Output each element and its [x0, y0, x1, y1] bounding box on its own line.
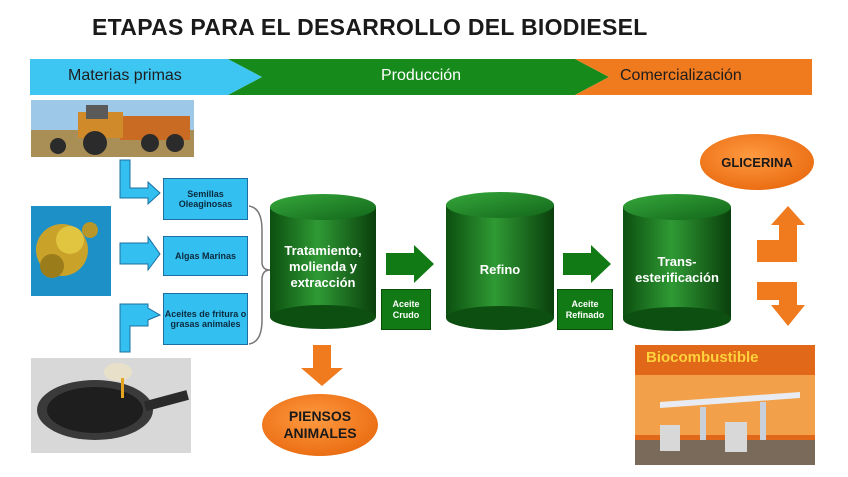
stage-band-production	[228, 59, 609, 95]
output-label-glicerina: GLICERINA	[721, 154, 793, 170]
frying-pan-photo	[31, 358, 191, 453]
arrow-to-glicerina	[757, 206, 805, 262]
arrow-to-refino	[386, 245, 434, 283]
input-label-seeds: Semillas Oleaginosas	[178, 189, 233, 209]
tractor-photo	[31, 100, 194, 157]
input-box-algae: Algas Marinas	[163, 236, 248, 276]
stage-band-commercial	[575, 59, 812, 95]
arrow-to-biocombustible	[757, 282, 805, 326]
process-label-step3: Trans-esterificación	[635, 254, 719, 285]
tag-crude-oil: Aceite Crudo	[381, 289, 431, 330]
input-box-oils: Aceites de fritura o grasas animales	[163, 293, 248, 345]
stage-label-commercial: Comercialización	[620, 67, 742, 84]
input-label-oils: Aceites de fritura o grasas animales	[164, 309, 247, 329]
input-bracket	[248, 205, 271, 345]
output-label-biocombustible: Biocombustible	[646, 349, 759, 366]
diagram-title: ETAPAS PARA EL DESARROLLO DEL BIODIESEL	[92, 14, 648, 40]
algae-photo	[31, 206, 111, 296]
tag-refined-oil: Aceite Refinado	[557, 289, 613, 330]
cylinder-step3	[623, 194, 731, 331]
arrow-to-piensos	[301, 345, 343, 386]
process-label-step1: Tratamiento, molienda y extracción	[284, 243, 362, 290]
arrow-to-transester	[563, 245, 611, 283]
input-box-seeds: Semillas Oleaginosas	[163, 178, 248, 220]
gas-station-photo	[635, 345, 815, 465]
process-label-step2: Refino	[479, 262, 521, 277]
oval-piensos	[262, 394, 378, 456]
stage-label-raw: Materias primas	[68, 67, 182, 84]
stage-label-production: Producción	[381, 67, 462, 84]
input-arrows	[119, 159, 162, 353]
cylinder-step2	[446, 192, 554, 330]
stage-band-raw	[30, 59, 262, 95]
cylinder-step1	[270, 194, 376, 329]
output-label-piensos: PIENSOS ANIMALES	[283, 408, 357, 441]
input-label-algae: Algas Marinas	[174, 251, 237, 261]
oval-glicerina	[700, 134, 814, 190]
